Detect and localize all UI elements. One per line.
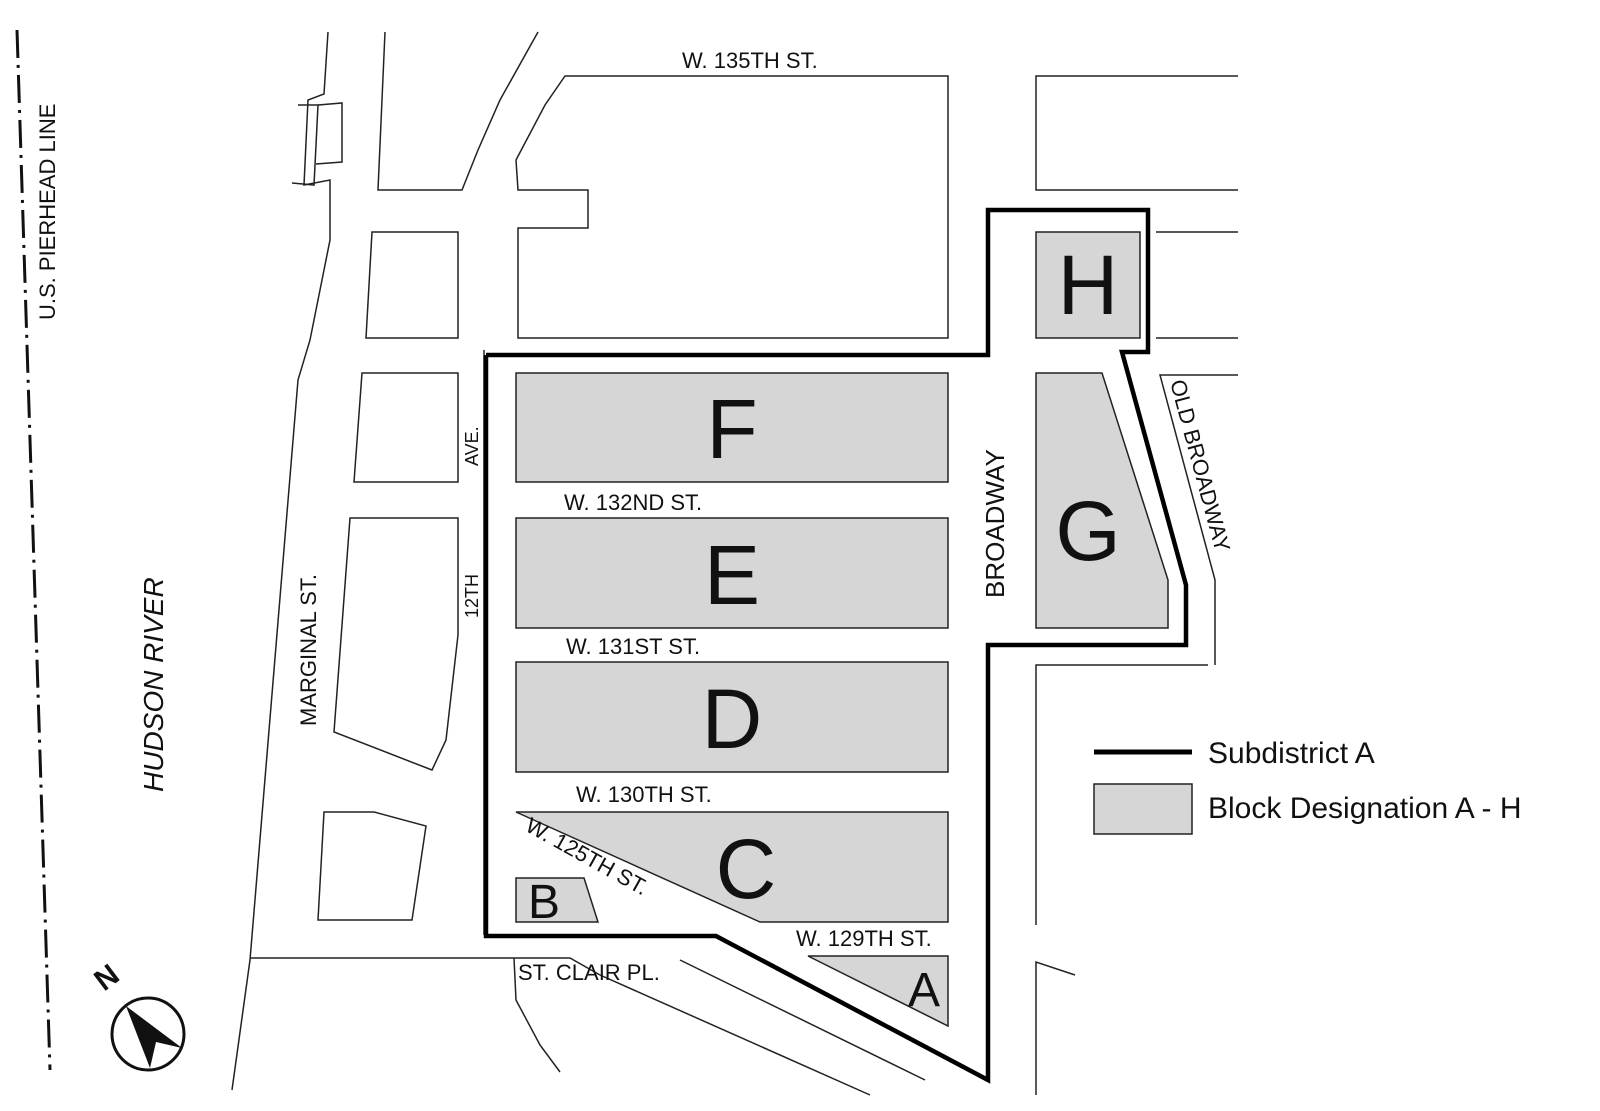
street-marginal: MARGINAL ST. bbox=[296, 574, 321, 726]
block-g-shape bbox=[1035, 372, 1169, 629]
street-12th: 12TH bbox=[462, 574, 482, 618]
pier-structure-2 bbox=[315, 102, 343, 165]
st-clair-road bbox=[250, 957, 601, 976]
block-c-label: C bbox=[716, 822, 777, 916]
west-shoreline bbox=[231, 31, 331, 1091]
street-w129: W. 129TH ST. bbox=[796, 926, 932, 951]
street-w132: W. 132ND ST. bbox=[564, 490, 702, 515]
lot bbox=[365, 231, 459, 339]
street-st-clair: ST. CLAIR PL. bbox=[518, 960, 660, 985]
road-diagonal bbox=[679, 959, 926, 1081]
street-w135: W. 135TH ST. bbox=[682, 48, 818, 73]
block-g-label: G bbox=[1055, 484, 1120, 578]
lot-ne-1 bbox=[1035, 75, 1238, 191]
block-c-shape bbox=[515, 811, 949, 923]
legend-block-swatch bbox=[1093, 783, 1193, 835]
lot-north-edge bbox=[377, 31, 539, 191]
old-broadway-east bbox=[1159, 374, 1238, 665]
lot bbox=[515, 75, 949, 339]
block-h-label: H bbox=[1058, 238, 1119, 332]
block-f-label: F bbox=[706, 382, 757, 476]
block-d-label: D bbox=[702, 672, 763, 766]
block-a-shape bbox=[807, 955, 949, 1028]
street-w130: W. 130TH ST. bbox=[576, 782, 712, 807]
legend-block-label: Block Designation A - H bbox=[1208, 792, 1522, 825]
street-ave: AVE. bbox=[462, 426, 482, 466]
block-a-label: A bbox=[908, 964, 940, 1017]
legend: Subdistrict A Block Designation A - H bbox=[1093, 737, 1522, 835]
block-e-shape bbox=[515, 517, 949, 629]
block-b-label: B bbox=[528, 876, 560, 929]
st-clair-south bbox=[513, 957, 561, 1073]
road-diagonal-2 bbox=[599, 974, 871, 1096]
pier-structure bbox=[291, 104, 319, 186]
river-label: HUDSON RIVER bbox=[138, 577, 169, 792]
block-h-shape bbox=[1035, 231, 1141, 339]
block-b-shape bbox=[515, 877, 600, 923]
street-w131: W. 131ST ST. bbox=[566, 634, 700, 659]
subdistrict-boundary bbox=[483, 207, 1189, 1084]
north-arrow-pointer bbox=[126, 1006, 182, 1068]
block-e-label: E bbox=[704, 528, 760, 622]
pierhead-label: U.S. PIERHEAD LINE bbox=[35, 104, 60, 320]
lot-east bbox=[1035, 664, 1208, 925]
lot-se bbox=[1035, 960, 1076, 1095]
lot bbox=[317, 811, 427, 921]
block-d-shape bbox=[515, 661, 949, 773]
street-old-broadway: OLD BROADWAY bbox=[1165, 377, 1235, 555]
block-f-shape bbox=[515, 372, 949, 483]
street-broadway: BROADWAY bbox=[980, 449, 1010, 598]
pierhead-line bbox=[15, 29, 52, 1071]
lot bbox=[333, 517, 459, 771]
legend-subdistrict-label: Subdistrict A bbox=[1208, 737, 1375, 770]
north-arrow: N bbox=[88, 958, 186, 1072]
north-label: N bbox=[88, 958, 125, 997]
lot bbox=[353, 372, 459, 483]
